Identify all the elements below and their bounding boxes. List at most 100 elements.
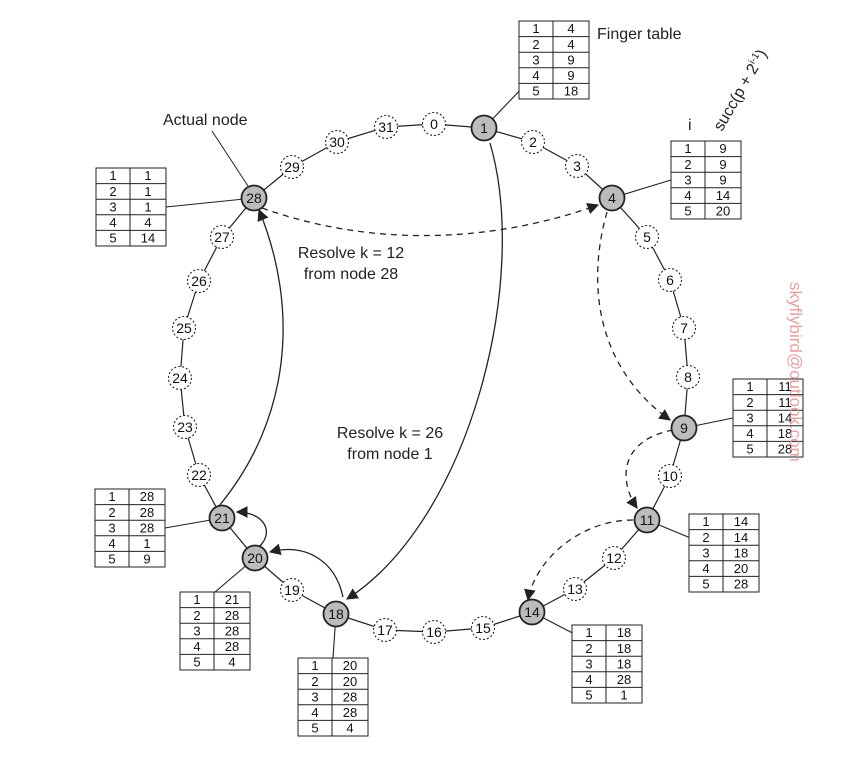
node-number: 10 (662, 468, 678, 484)
node-number: 4 (608, 190, 616, 206)
finger-table-index-cell: 4 (193, 639, 200, 654)
finger-table-index-cell: 4 (108, 536, 115, 551)
key-slot-19: 19 (279, 577, 305, 603)
key-slot-12: 12 (601, 545, 627, 571)
key-slot-17: 17 (372, 617, 398, 643)
key-slot-27: 27 (209, 224, 235, 250)
actual-node-14: 14 (518, 598, 546, 626)
node-number: 15 (475, 620, 491, 636)
key-slot-circle (601, 545, 627, 571)
finger-table-index-cell: 5 (109, 231, 116, 246)
finger-table-index-cell: 4 (532, 68, 539, 83)
finger-table-successor-cell: 18 (617, 656, 631, 671)
finger-table-index-cell: 2 (108, 505, 115, 520)
actual-node-circle (241, 544, 269, 572)
actual-node-18: 18 (322, 600, 350, 628)
key-slot-circle (470, 615, 496, 641)
finger-table-index-cell: 3 (109, 199, 116, 214)
finger-table-successor-cell: 4 (228, 655, 235, 670)
key-slot-13: 13 (562, 576, 588, 602)
node-number: 14 (524, 604, 540, 620)
column-header-succ: succ(p + 2i-1) (710, 46, 771, 134)
key-slot-6: 6 (657, 267, 683, 293)
finger-table-index-cell: 3 (108, 520, 115, 535)
key-slot-8: 8 (675, 364, 701, 390)
arrow-18-to-20 (268, 543, 344, 598)
finger-table-successor-cell: 20 (716, 204, 730, 219)
finger-table-successor-cell: 9 (567, 52, 574, 67)
key-slot-7: 7 (671, 315, 697, 341)
finger-table-index-cell: 4 (746, 426, 753, 441)
finger-table-successor-cell: 28 (617, 672, 631, 687)
finger-table-successor-cell: 9 (719, 172, 726, 187)
key-slot-circle (421, 111, 447, 137)
key-slot-2: 2 (520, 129, 546, 155)
finger-table-index-cell: 3 (532, 52, 539, 67)
actual-node-circle (598, 184, 626, 212)
finger-table-index-cell: 5 (684, 204, 691, 219)
key-slot-16: 16 (421, 619, 447, 645)
node-number: 8 (684, 369, 692, 385)
finger-table-frame (297, 657, 369, 737)
finger-table-successor-cell: 28 (140, 505, 154, 520)
finger-table-successor-cell: 11 (778, 395, 792, 410)
finger-table-successor-cell: 9 (567, 68, 574, 83)
column-header-succ-exp: i-1 (747, 51, 762, 67)
finger-table-index-cell: 1 (746, 379, 753, 394)
finger-table-successor-cell: 21 (225, 592, 239, 607)
key-slot-29: 29 (279, 154, 305, 180)
finger-table-successor-cell: 14 (734, 514, 748, 529)
arrow-9-to-11 (625, 429, 674, 509)
node-number: 5 (643, 229, 651, 245)
finger-table-index-cell: 1 (311, 658, 318, 673)
finger-table-index-cell: 2 (684, 157, 691, 172)
resolve12-line2: from node 28 (304, 266, 398, 283)
actual-node-circle (518, 598, 546, 626)
finger-table-successor-cell: 28 (343, 705, 357, 720)
finger-table-index-cell: 3 (702, 545, 709, 560)
key-slot-22: 22 (186, 462, 212, 488)
column-header-succ-main: succ(p + 2 (711, 61, 763, 134)
finger-table-successor-cell: 4 (567, 37, 574, 52)
finger-table-successor-cell: 28 (778, 442, 792, 457)
finger-table-successor-cell: 18 (734, 545, 748, 560)
finger-table-successor-cell: 1 (144, 168, 151, 183)
key-slot-circle (634, 224, 660, 250)
key-slot-circle (372, 617, 398, 643)
node-number: 29 (284, 159, 300, 175)
resolve26-line2: from node 1 (347, 446, 432, 463)
key-slot-circle (520, 129, 546, 155)
finger-table-successor-cell: 28 (225, 608, 239, 623)
arrow-28-to-4 (261, 203, 600, 237)
finger-table-successor-cell: 28 (225, 623, 239, 638)
finger-table-frame (95, 167, 167, 247)
key-slot-circle (167, 365, 193, 391)
finger-table-index-cell: 5 (532, 84, 539, 99)
finger-table-successor-cell: 28 (140, 489, 154, 504)
finger-table-successor-cell: 18 (617, 625, 631, 640)
arrow-1-to-18 (346, 142, 503, 600)
finger-table-frame (94, 488, 166, 568)
key-slot-circle (675, 364, 701, 390)
finger-table-successor-cell: 28 (140, 520, 154, 535)
node-number: 27 (214, 229, 230, 245)
finger-table-index-cell: 5 (193, 655, 200, 670)
finger-table-index-cell: 3 (193, 623, 200, 638)
finger-table-index-cell: 1 (702, 514, 709, 529)
watermark: skyflybird@outlook.com (786, 282, 805, 462)
key-slot-circle (171, 315, 197, 341)
finger-table-successor-cell: 14 (716, 188, 730, 203)
finger-table-successor-cell: 28 (225, 639, 239, 654)
column-header-i: i (688, 117, 692, 134)
key-slot-circle (186, 462, 212, 488)
key-slot-circle (564, 153, 590, 179)
finger-table-index-cell: 2 (585, 641, 592, 656)
finger-table-index-cell: 1 (108, 489, 115, 504)
finger-table-index-cell: 5 (585, 688, 592, 703)
key-slot-25: 25 (171, 315, 197, 341)
finger-table-index-cell: 5 (702, 577, 709, 592)
